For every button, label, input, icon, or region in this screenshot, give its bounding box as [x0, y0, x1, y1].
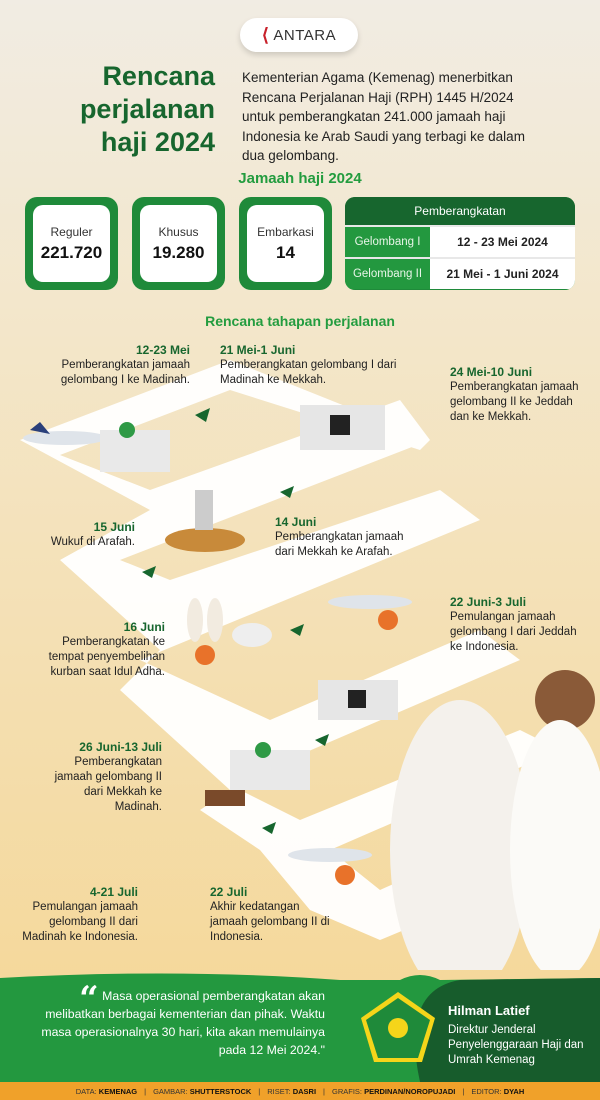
milestone-text: Pemberangkatan jamaah gelombang II dari …: [54, 756, 162, 813]
milestone-date: 24 Mei-10 Juni: [450, 365, 533, 379]
credits-bar: DATA: KEMENAG| GAMBAR: SHUTTERSTOCK| RIS…: [0, 1082, 600, 1100]
arrow-icon: [262, 822, 276, 834]
milestone-text: Pemberangkatan jamaah gelombang I ke Mad…: [60, 359, 190, 386]
arrow-icons: [142, 408, 329, 834]
milestone-date: 21 Mei-1 Juni: [220, 343, 296, 357]
milestone-date: 22 Juli: [210, 885, 248, 899]
credit: GRAFIS: PERDINAN/NOROPUJADI: [331, 1086, 456, 1096]
milestone-date: 4-21 Juli: [89, 885, 138, 899]
intro-text: Kementerian Agama (Kemenag) menerbitkan …: [242, 70, 525, 163]
logo-text: ANTARA: [273, 26, 337, 44]
quote-banner: [0, 973, 600, 1082]
arrow-icon: [315, 734, 329, 746]
stat-value: 19.280: [152, 242, 205, 262]
quote-text: “ Masa operasional pemberangkatan akan m…: [40, 982, 325, 1059]
arrow-icon: [280, 486, 294, 498]
departure-heading: Pemberangkatan: [345, 197, 575, 225]
milestone-text: Pemberangkatan gelombang I dari Madinah …: [220, 359, 397, 386]
wave-dates: 12 - 23 Mei 2024: [430, 227, 575, 257]
stat-khusus: Khusus 19.280: [132, 197, 225, 290]
arafah-hill-icon: [165, 490, 245, 552]
stat-reguler: Reguler 221.720: [25, 197, 118, 290]
milestone-date: 16 Juni: [123, 620, 165, 634]
milestone-date: 26 Juni-13 Juli: [79, 740, 162, 754]
milestone-text: Pemulangan jamaah gelombang I dari Jedda…: [450, 611, 577, 653]
plane-icon: [288, 848, 372, 885]
author-role: Direktur Jenderal Penyelenggaraan Haji d…: [448, 1024, 584, 1066]
page-title: Rencana perjalanan haji 2024: [79, 61, 215, 157]
stat-label: Reguler: [50, 224, 93, 239]
wave-label: Gelombang I: [345, 227, 430, 257]
quote-body: Masa operasional pemberangkatan akan mel…: [41, 989, 325, 1057]
milestone-date: 22 Juni-3 Juli: [450, 595, 527, 609]
wave-label: Gelombang II: [345, 259, 430, 289]
mosque-icon: [205, 742, 310, 806]
milestone-date: 12-23 Mei: [135, 343, 190, 357]
arrow-icon: [195, 408, 210, 422]
jamaah-heading: Jamaah haji 2024: [238, 170, 362, 187]
milestone-text: Pemberangkatan jamaah gelombang II ke Je…: [450, 381, 579, 423]
plane-icon: [328, 595, 412, 630]
pilgrims-sheep-icon: [187, 598, 272, 665]
milestone-text: Wukuf di Arafah.: [50, 536, 135, 548]
pilgrims-illustration: [390, 670, 600, 970]
route-heading: Rencana tahapan perjalanan: [205, 313, 395, 329]
stat-label: Khusus: [158, 224, 199, 239]
milestone-text: Pemulangan jamaah gelombang II dari Madi…: [22, 901, 138, 943]
credit: EDITOR: DYAH: [471, 1086, 525, 1096]
credit: GAMBAR: SHUTTERSTOCK: [153, 1086, 252, 1096]
kaaba-icon: [318, 680, 398, 720]
stat-label: Embarkasi: [257, 224, 314, 239]
antara-mark-icon: ⟨: [261, 24, 270, 45]
stat-embarkasi: Embarkasi 14: [239, 197, 332, 290]
milestone-date: 15 Juni: [93, 520, 135, 534]
mosque-icon: [100, 422, 170, 472]
milestone-text: Pemberangkatan jamaah dari Mekkah ke Ara…: [275, 531, 404, 558]
milestone-text: Pemberangkatan ke tempat penyembelihan k…: [48, 636, 165, 678]
wave-dates: 21 Mei - 1 Juni 2024: [430, 259, 575, 289]
plane-icon: [23, 422, 107, 445]
author-name: Hilman Latief: [448, 1003, 530, 1018]
kaaba-icon: [300, 405, 385, 450]
stat-value: 221.720: [40, 242, 103, 262]
antara-logo: ⟨ANTARA: [240, 18, 358, 52]
stat-value: 14: [276, 242, 295, 262]
kemenag-emblem-icon: [361, 992, 435, 1062]
route-path-illustration: [20, 360, 600, 970]
milestone-date: 14 Juni: [275, 515, 317, 529]
arrow-icon: [142, 566, 156, 578]
credit: RISET: DASRI: [267, 1086, 317, 1096]
credit: DATA: KEMENAG: [75, 1086, 138, 1096]
arrow-icon: [290, 624, 304, 636]
milestone-text: Akhir kedatangan jamaah gelombang II di …: [210, 901, 330, 943]
